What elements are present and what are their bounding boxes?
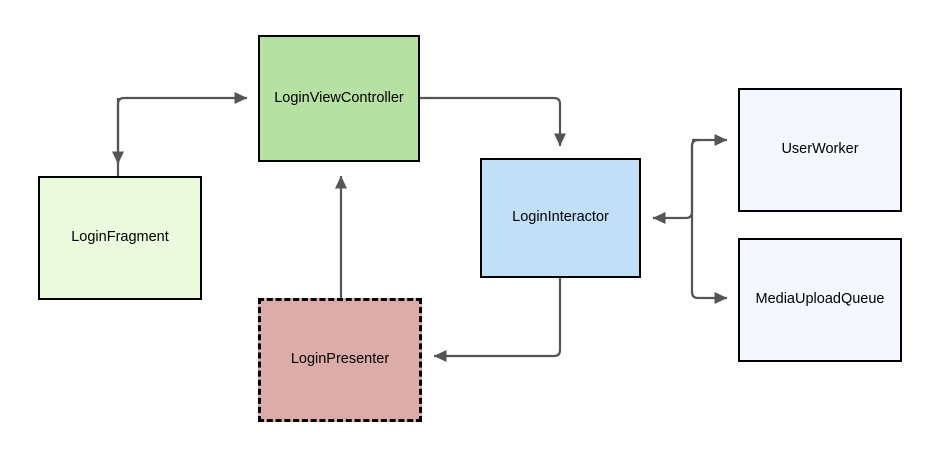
node-label-login-interactor: LoginInteractor (512, 209, 609, 226)
edge-view-controller-to-interactor (420, 96, 567, 147)
node-label-login-fragment: LoginFragment (71, 229, 169, 246)
edge-interactor-to-media-upload-queue (690, 218, 728, 305)
edge-interactor-to-user-worker (690, 133, 728, 218)
node-label-login-view-controller: LoginViewController (274, 89, 404, 106)
node-media-upload-queue[interactable]: MediaUploadQueue (738, 238, 902, 362)
node-login-fragment[interactable]: LoginFragment (38, 176, 202, 300)
node-label-user-worker: UserWorker (781, 141, 859, 158)
node-user-worker[interactable]: UserWorker (738, 88, 902, 212)
node-login-view-controller[interactable]: LoginViewController (258, 35, 420, 162)
edge-interactor-to-presenter (433, 278, 562, 363)
node-label-media-upload-queue: MediaUploadQueue (755, 291, 885, 308)
node-login-interactor[interactable]: LoginInteractor (480, 158, 641, 278)
node-login-presenter[interactable]: LoginPresenter (258, 298, 422, 422)
node-label-login-presenter: LoginPresenter (290, 351, 390, 368)
